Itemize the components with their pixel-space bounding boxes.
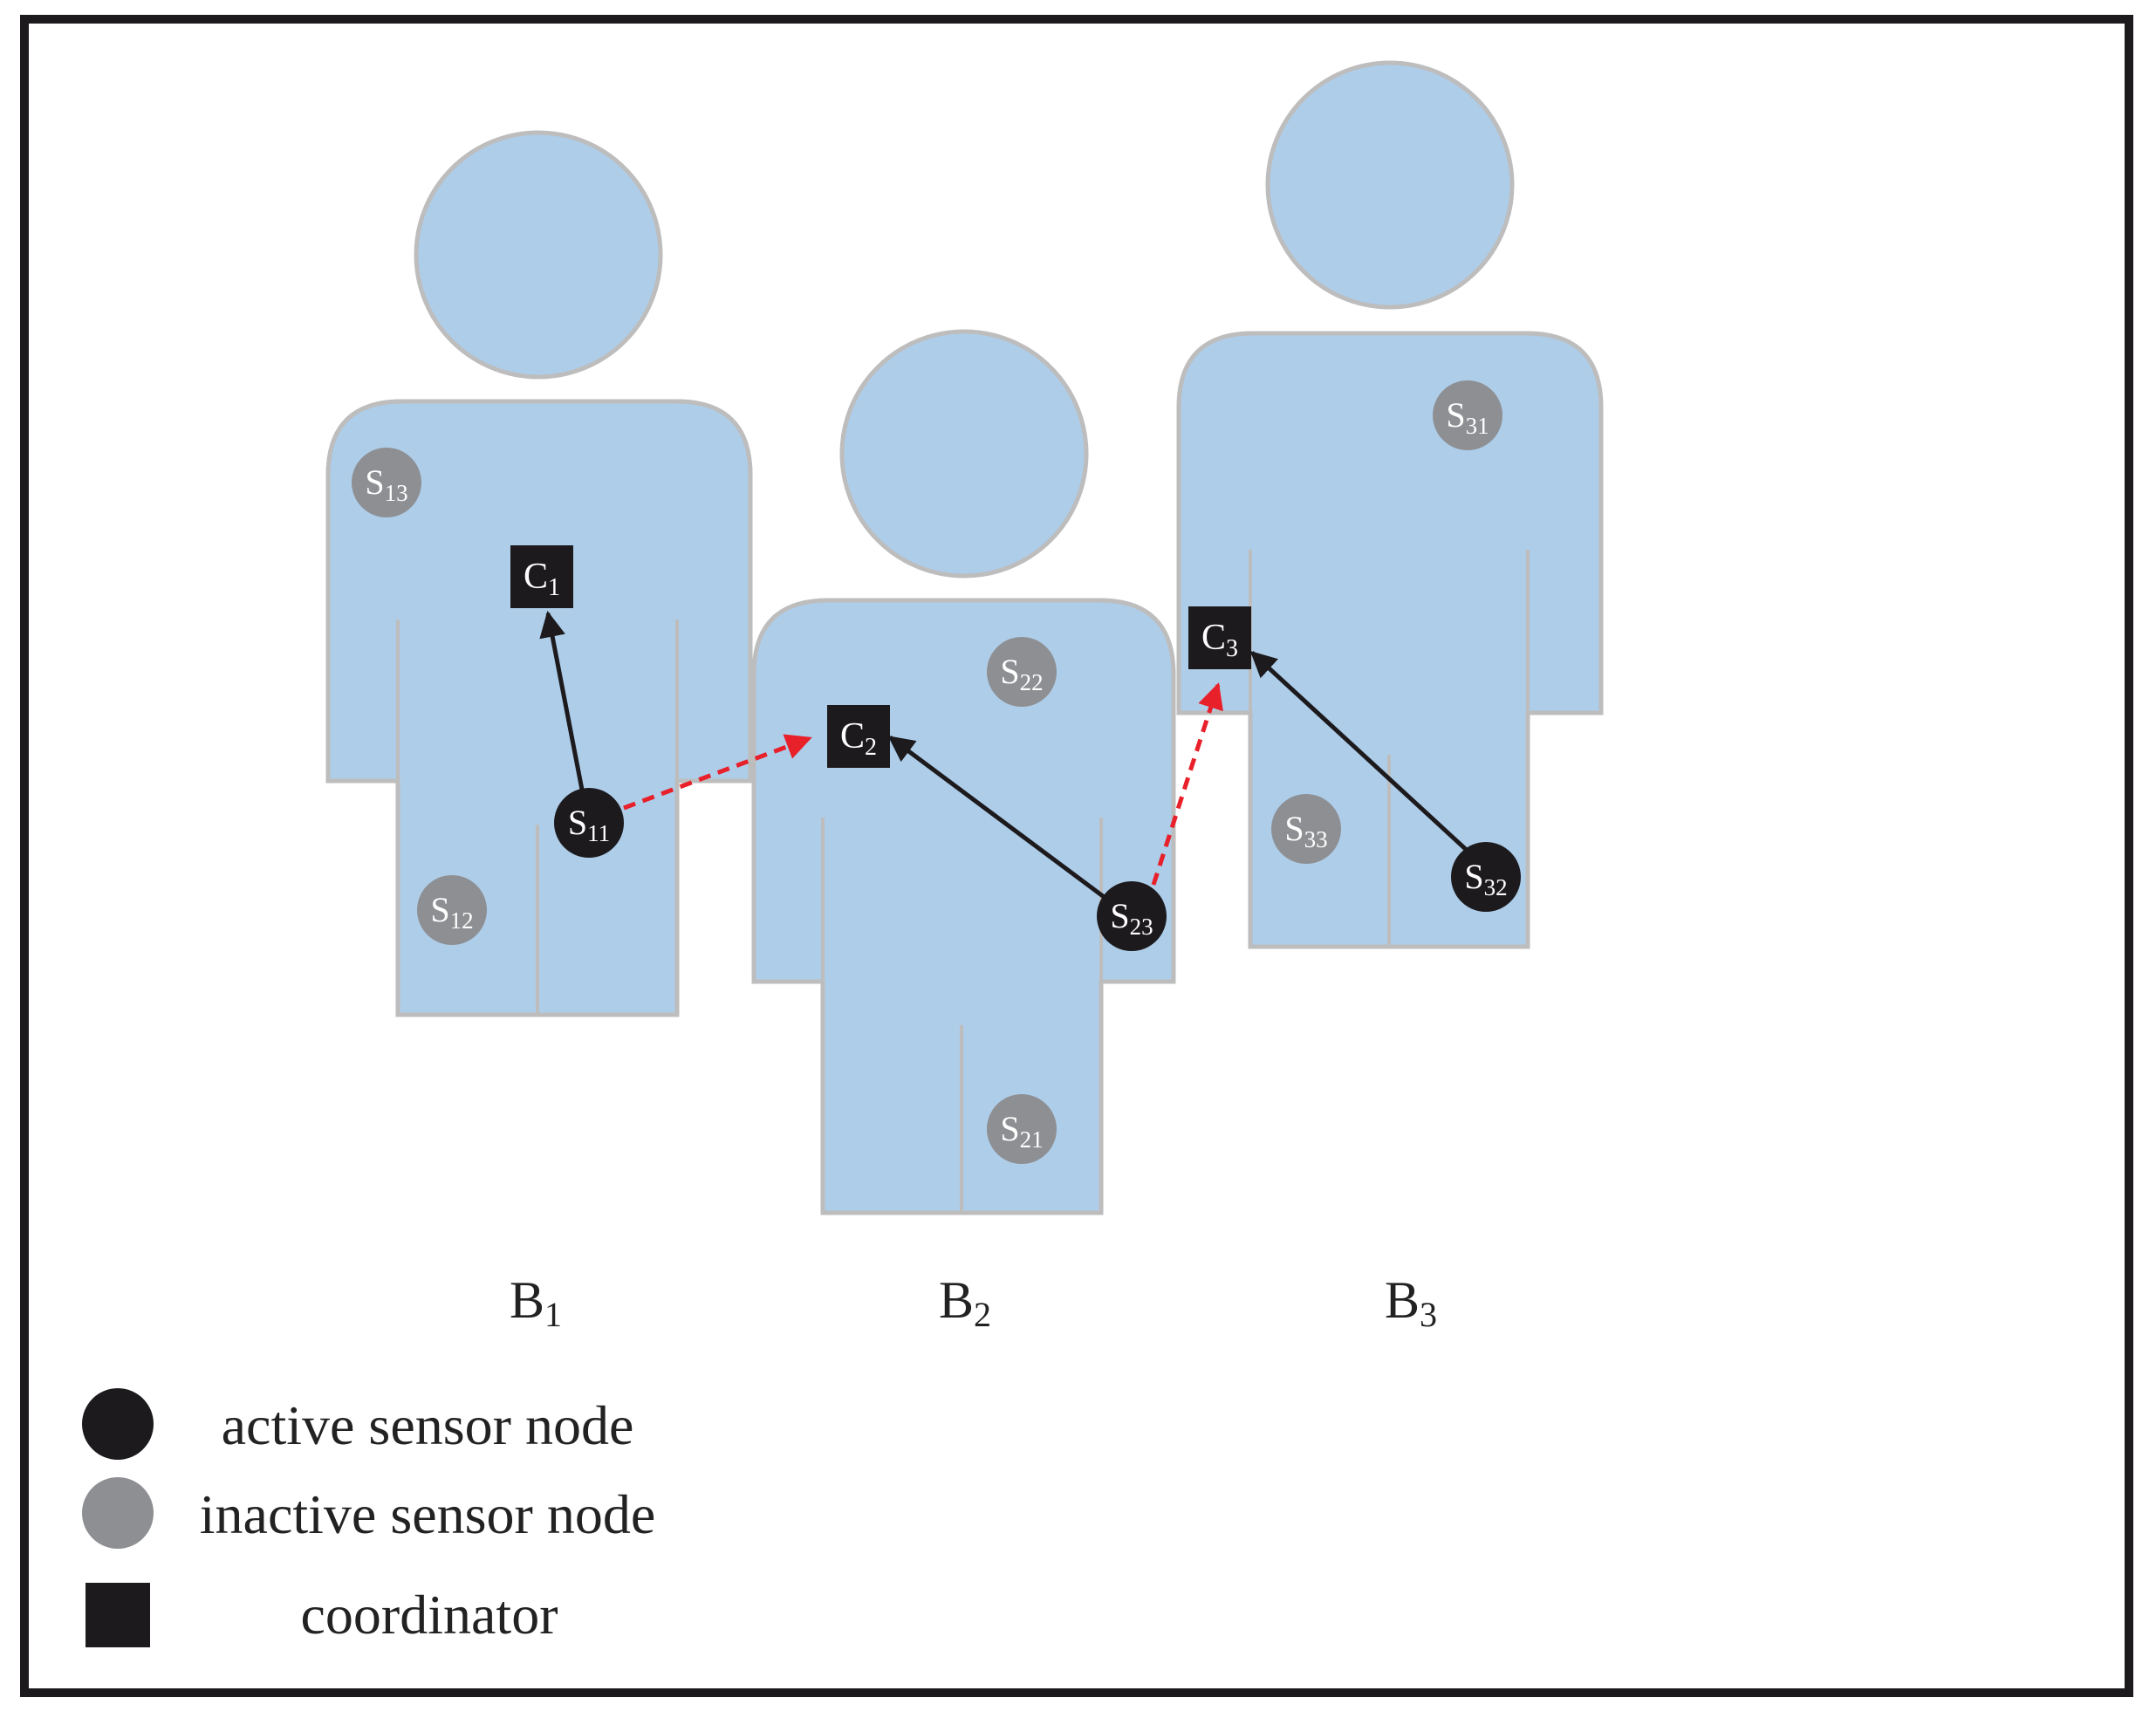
coordinator-square <box>1188 606 1251 669</box>
svg-text:S12: S12 <box>430 890 473 934</box>
sensor-node <box>987 1094 1057 1164</box>
link-s23-c3 <box>1151 682 1223 886</box>
sensor-node <box>1097 881 1167 951</box>
link-s11-c2 <box>623 734 812 811</box>
sensor-node <box>1271 794 1341 864</box>
svg-text:S31: S31 <box>1446 395 1489 439</box>
caption-b3: B3 <box>1385 1271 1437 1334</box>
legend-coordinator-label: coordinator <box>301 1584 558 1646</box>
sensor-node <box>554 788 624 858</box>
sensor-s13: S13 <box>352 448 421 517</box>
link-s11-c1 <box>539 611 585 791</box>
sensor-s23: S23 <box>1097 881 1167 951</box>
svg-text:S13: S13 <box>365 462 407 506</box>
coordinator-c1: C1 <box>510 545 573 608</box>
person-b1 <box>325 130 753 1017</box>
sensor-node <box>1451 842 1521 912</box>
svg-text:C1: C1 <box>524 557 560 601</box>
sensor-node <box>1433 380 1502 450</box>
coordinator-square <box>827 705 890 768</box>
sensor-s22: S22 <box>987 637 1057 707</box>
coordinator-square <box>510 545 573 608</box>
legend-coordinator-swatch <box>86 1583 150 1647</box>
head-b1 <box>414 130 663 380</box>
sensor-s11: S11 <box>554 788 624 858</box>
svg-text:C2: C2 <box>840 716 877 761</box>
caption-b1: B1 <box>510 1271 562 1334</box>
sensor-s32: S32 <box>1451 842 1521 912</box>
svg-text:S21: S21 <box>1000 1109 1043 1153</box>
sensor-node <box>417 875 487 945</box>
sensor-s33: S33 <box>1271 794 1341 864</box>
legend-inactive-swatch <box>82 1477 154 1549</box>
link-s23-c2 <box>887 735 1108 901</box>
head-b2 <box>839 329 1089 578</box>
coordinator-c3: C3 <box>1188 606 1251 669</box>
svg-text:S11: S11 <box>568 803 610 846</box>
svg-text:S23: S23 <box>1110 896 1153 940</box>
links <box>539 611 1472 901</box>
legend-inactive-label: inactive sensor node <box>200 1483 656 1545</box>
coordinator-c2: C2 <box>827 705 890 768</box>
sensor-s31: S31 <box>1433 380 1502 450</box>
legend: active sensor node inactive sensor node … <box>82 1388 655 1647</box>
legend-active-swatch <box>82 1388 154 1460</box>
sensor-s21: S21 <box>987 1094 1057 1164</box>
link-s32-c3 <box>1249 650 1472 855</box>
legend-active-label: active sensor node <box>222 1394 634 1456</box>
head-b3 <box>1265 60 1515 310</box>
sensor-node <box>352 448 421 517</box>
svg-text:S32: S32 <box>1464 857 1507 900</box>
sensor-node <box>987 637 1057 707</box>
svg-text:C3: C3 <box>1201 618 1238 662</box>
svg-text:S33: S33 <box>1284 809 1327 852</box>
person-b3 <box>1176 60 1604 949</box>
caption-b2: B2 <box>939 1271 991 1334</box>
svg-text:S22: S22 <box>1000 652 1043 695</box>
sensor-s12: S12 <box>417 875 487 945</box>
